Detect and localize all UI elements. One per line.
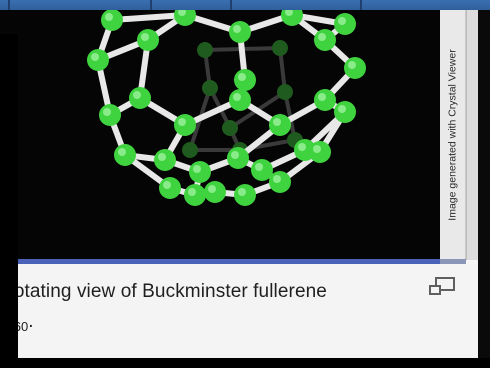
molecule-atom bbox=[229, 21, 251, 43]
atom-highlight bbox=[158, 153, 166, 161]
molecule-atom bbox=[202, 80, 218, 96]
molecule-atom bbox=[234, 184, 256, 206]
molecule-atom bbox=[137, 29, 159, 51]
molecule-atom bbox=[129, 87, 151, 109]
molecule-atom bbox=[189, 161, 211, 183]
atom-highlight bbox=[141, 33, 149, 41]
molecule-atom bbox=[182, 142, 198, 158]
atom-highlight bbox=[255, 163, 263, 171]
atom-highlight bbox=[348, 61, 356, 69]
molecule-atom bbox=[204, 181, 226, 203]
molecule-atom bbox=[159, 177, 181, 199]
enlarge-icon[interactable] bbox=[428, 276, 458, 298]
molecule-atom bbox=[227, 147, 249, 169]
molecule-atom bbox=[334, 101, 356, 123]
molecule-atom bbox=[234, 69, 256, 91]
atom-highlight bbox=[178, 10, 186, 16]
atom-highlight bbox=[338, 105, 346, 113]
atom-highlight bbox=[178, 118, 186, 126]
molecule-atom bbox=[269, 114, 291, 136]
molecule-atom bbox=[269, 171, 291, 193]
atom-highlight bbox=[118, 148, 126, 156]
molecule-atom bbox=[314, 89, 336, 111]
scrollbar-track[interactable] bbox=[466, 10, 480, 260]
atom-highlight bbox=[273, 118, 281, 126]
molecule-atom bbox=[229, 89, 251, 111]
thumb-caption bbox=[0, 264, 480, 368]
atom-highlight bbox=[91, 53, 99, 61]
atom-highlight bbox=[233, 93, 241, 101]
molecule-atom bbox=[114, 144, 136, 166]
right-edge-shadow bbox=[478, 10, 490, 368]
molecule-atom bbox=[174, 114, 196, 136]
fullerene-image[interactable] bbox=[0, 10, 440, 260]
bottom-edge-shadow bbox=[0, 358, 490, 368]
atom-highlight bbox=[318, 33, 326, 41]
molecule-atom bbox=[309, 141, 331, 163]
atom-highlight bbox=[231, 151, 239, 159]
atom-highlight bbox=[273, 175, 281, 183]
atom-highlight bbox=[103, 108, 111, 116]
image-credit-text: Image generated with Crystal Viewer bbox=[446, 49, 459, 221]
atom-highlight bbox=[318, 93, 326, 101]
accent-rule bbox=[0, 259, 440, 264]
molecule-bond bbox=[109, 12, 188, 23]
atom-highlight bbox=[313, 145, 321, 153]
atom-highlight bbox=[238, 73, 246, 81]
molecule-atom bbox=[99, 104, 121, 126]
molecule-atom bbox=[87, 49, 109, 71]
molecule-atom bbox=[197, 42, 213, 58]
atom-highlight bbox=[208, 185, 216, 193]
left-edge-shadow bbox=[0, 34, 18, 368]
atom-highlight bbox=[285, 10, 293, 16]
atom-highlight bbox=[233, 25, 241, 33]
caption-title: Rotating view of Buckminster fullerene bbox=[0, 281, 327, 302]
molecule-atom bbox=[277, 84, 293, 100]
atom-highlight bbox=[163, 181, 171, 189]
formula-suffix: . bbox=[28, 311, 34, 332]
top-strip-divider bbox=[150, 0, 152, 12]
fullerene-molecule-graphic bbox=[87, 10, 366, 206]
molecule-atom bbox=[101, 10, 123, 31]
image-credit-sidebar: Image generated with Crystal Viewer bbox=[440, 10, 466, 260]
atom-highlight bbox=[338, 17, 346, 25]
atom-highlight bbox=[133, 91, 141, 99]
window-top-strip bbox=[0, 0, 490, 12]
molecule-atom bbox=[222, 120, 238, 136]
top-strip-divider bbox=[8, 0, 10, 12]
molecule-atom bbox=[334, 13, 356, 35]
molecule-atom bbox=[154, 149, 176, 171]
molecule-atom bbox=[344, 57, 366, 79]
molecule-atom bbox=[314, 29, 336, 51]
molecule-bond bbox=[283, 90, 297, 142]
molecule-atom bbox=[184, 184, 206, 206]
atom-highlight bbox=[298, 143, 306, 151]
atom-highlight bbox=[188, 188, 196, 196]
atom-highlight bbox=[105, 13, 113, 21]
molecule-atom bbox=[251, 159, 273, 181]
atom-highlight bbox=[238, 188, 246, 196]
accent-rule-end bbox=[440, 259, 466, 264]
molecule-atom bbox=[272, 40, 288, 56]
atom-highlight bbox=[193, 165, 201, 173]
top-strip-divider bbox=[230, 0, 232, 12]
top-strip-divider bbox=[360, 0, 362, 12]
